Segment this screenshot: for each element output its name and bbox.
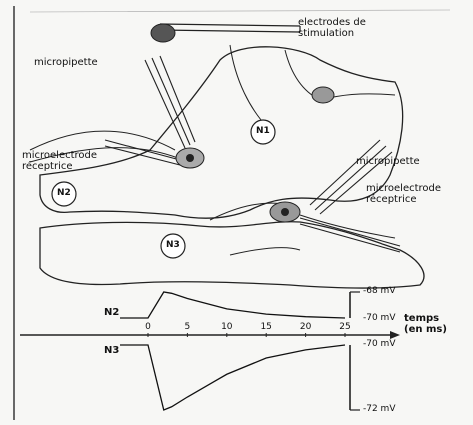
time-axis-arrow <box>390 331 400 339</box>
curve-n2 <box>120 292 345 318</box>
stimulation-electrode <box>160 24 300 32</box>
microelectrode-right <box>300 218 400 252</box>
volt-mid1: -70 mV <box>363 313 395 323</box>
cell-body-top-right <box>312 87 334 103</box>
label-microelectrode-right: microelectrode réceptrice <box>366 183 441 205</box>
stim-cell <box>151 24 175 42</box>
volt-top: -68 mV <box>363 286 395 296</box>
microelectrode-left <box>105 140 180 165</box>
tick-label-10: 10 <box>221 322 232 332</box>
label-micropipette-left: micropipette <box>34 57 98 68</box>
tick-label-0: 0 <box>145 322 151 332</box>
tick-label-25: 25 <box>339 322 350 332</box>
graph-row-n3: N3 <box>104 345 119 356</box>
label-n2: N2 <box>57 188 71 198</box>
volt-mid2: -70 mV <box>363 339 395 349</box>
tick-label-15: 15 <box>260 322 271 332</box>
label-micropipette-right: micropipette <box>356 156 420 167</box>
micropipette-left <box>145 56 195 148</box>
top-border-line <box>30 10 450 12</box>
label-microelectrode-left: microelectrode réceptrice <box>22 150 97 172</box>
tick-label-20: 20 <box>300 322 311 332</box>
nucleus-right <box>281 208 289 216</box>
graph-row-n2: N2 <box>104 307 119 318</box>
label-n3: N3 <box>166 240 180 250</box>
volt-bottom: -72 mV <box>363 404 395 414</box>
label-stimulation-electrodes: electrodes de stimulation <box>298 17 366 39</box>
nucleus-left <box>186 154 194 162</box>
curve-n3 <box>120 345 345 410</box>
tick-label-5: 5 <box>185 322 191 332</box>
graph-time-label: temps (en ms) <box>404 313 447 335</box>
label-n1: N1 <box>256 126 270 136</box>
neuron-main-outline <box>40 47 403 218</box>
